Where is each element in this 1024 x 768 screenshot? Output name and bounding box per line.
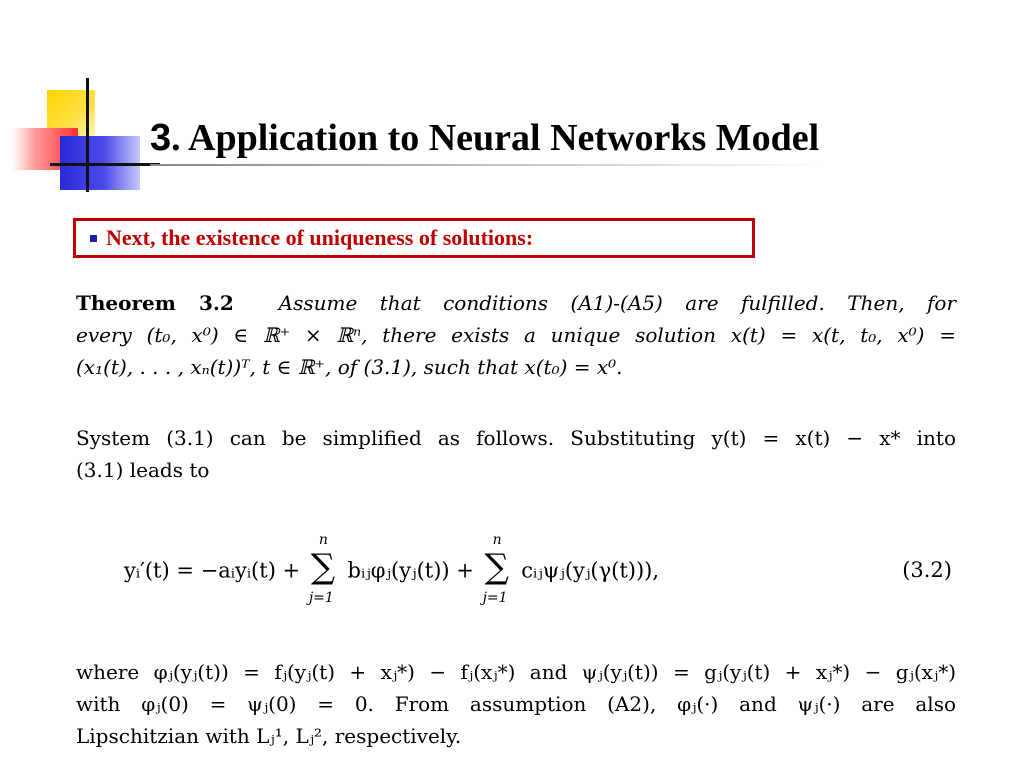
slide-title: 3. Application to Neural Networks Model <box>150 116 819 160</box>
decor-horizontal-line <box>50 163 160 166</box>
system-line-1: System (3.1) can be simplified as follow… <box>76 426 956 450</box>
equation-lhs: yᵢ′(t) = −aᵢyᵢ(t) + <box>124 558 301 583</box>
theorem-line-2: every (t₀, x⁰) ∈ ℝ⁺ × ℝⁿ, there exists a… <box>76 323 956 347</box>
where-line-3: Lipschitzian with Lⱼ¹, Lⱼ², respectively… <box>76 724 462 748</box>
sum-2-upper: n <box>492 532 502 548</box>
theorem-line-3: (x₁(t), . . . , xₙ(t))ᵀ, t ∈ ℝ⁺, of (3.1… <box>76 355 623 379</box>
theorem-line-1: Assume that conditions (A1)-(A5) are ful… <box>278 291 957 315</box>
where-line-2: with φⱼ(0) = ψⱼ(0) = 0. From assumption … <box>76 692 956 716</box>
equation-sum-2-term: cᵢⱼψⱼ(yⱼ(γ(t))), <box>521 558 660 583</box>
theorem-label: Theorem 3.2 <box>76 291 234 315</box>
title-underline <box>150 164 830 166</box>
callout-text: Next, the existence of uniqueness of sol… <box>106 225 534 250</box>
summation-symbol-1: n ∑ j=1 <box>308 532 336 606</box>
where-paragraph: where φⱼ(yⱼ(t)) = fⱼ(yⱼ(t) + xⱼ*) − fⱼ(x… <box>76 656 956 752</box>
system-line-2: (3.1) leads to <box>76 458 210 482</box>
bullet-square-icon <box>90 234 97 242</box>
sum-2-lower: j=1 <box>482 590 508 606</box>
sum-1-lower: j=1 <box>308 590 334 606</box>
sum-1-upper: n <box>318 532 328 548</box>
title-number: 3 <box>150 117 172 159</box>
summation-symbol-2: n ∑ j=1 <box>482 532 509 606</box>
equation-sum-1-term: bᵢⱼφⱼ(yⱼ(t)) + <box>347 558 474 583</box>
decor-vertical-line <box>86 78 89 192</box>
equation-3-2: yᵢ′(t) = −aᵢyᵢ(t) + n ∑ j=1 bᵢⱼφⱼ(yⱼ(t))… <box>124 532 954 612</box>
equation-number: (3.2) <box>902 558 952 582</box>
where-line-1: where φⱼ(yⱼ(t)) = fⱼ(yⱼ(t) + xⱼ*) − fⱼ(x… <box>76 660 956 684</box>
system-paragraph: System (3.1) can be simplified as follow… <box>76 422 956 486</box>
title-text: . Application to Neural Networks Model <box>171 117 820 159</box>
callout-box: Next, the existence of uniqueness of sol… <box>73 218 755 258</box>
theorem-block: Theorem 3.2 Assume that conditions (A1)-… <box>76 287 956 383</box>
